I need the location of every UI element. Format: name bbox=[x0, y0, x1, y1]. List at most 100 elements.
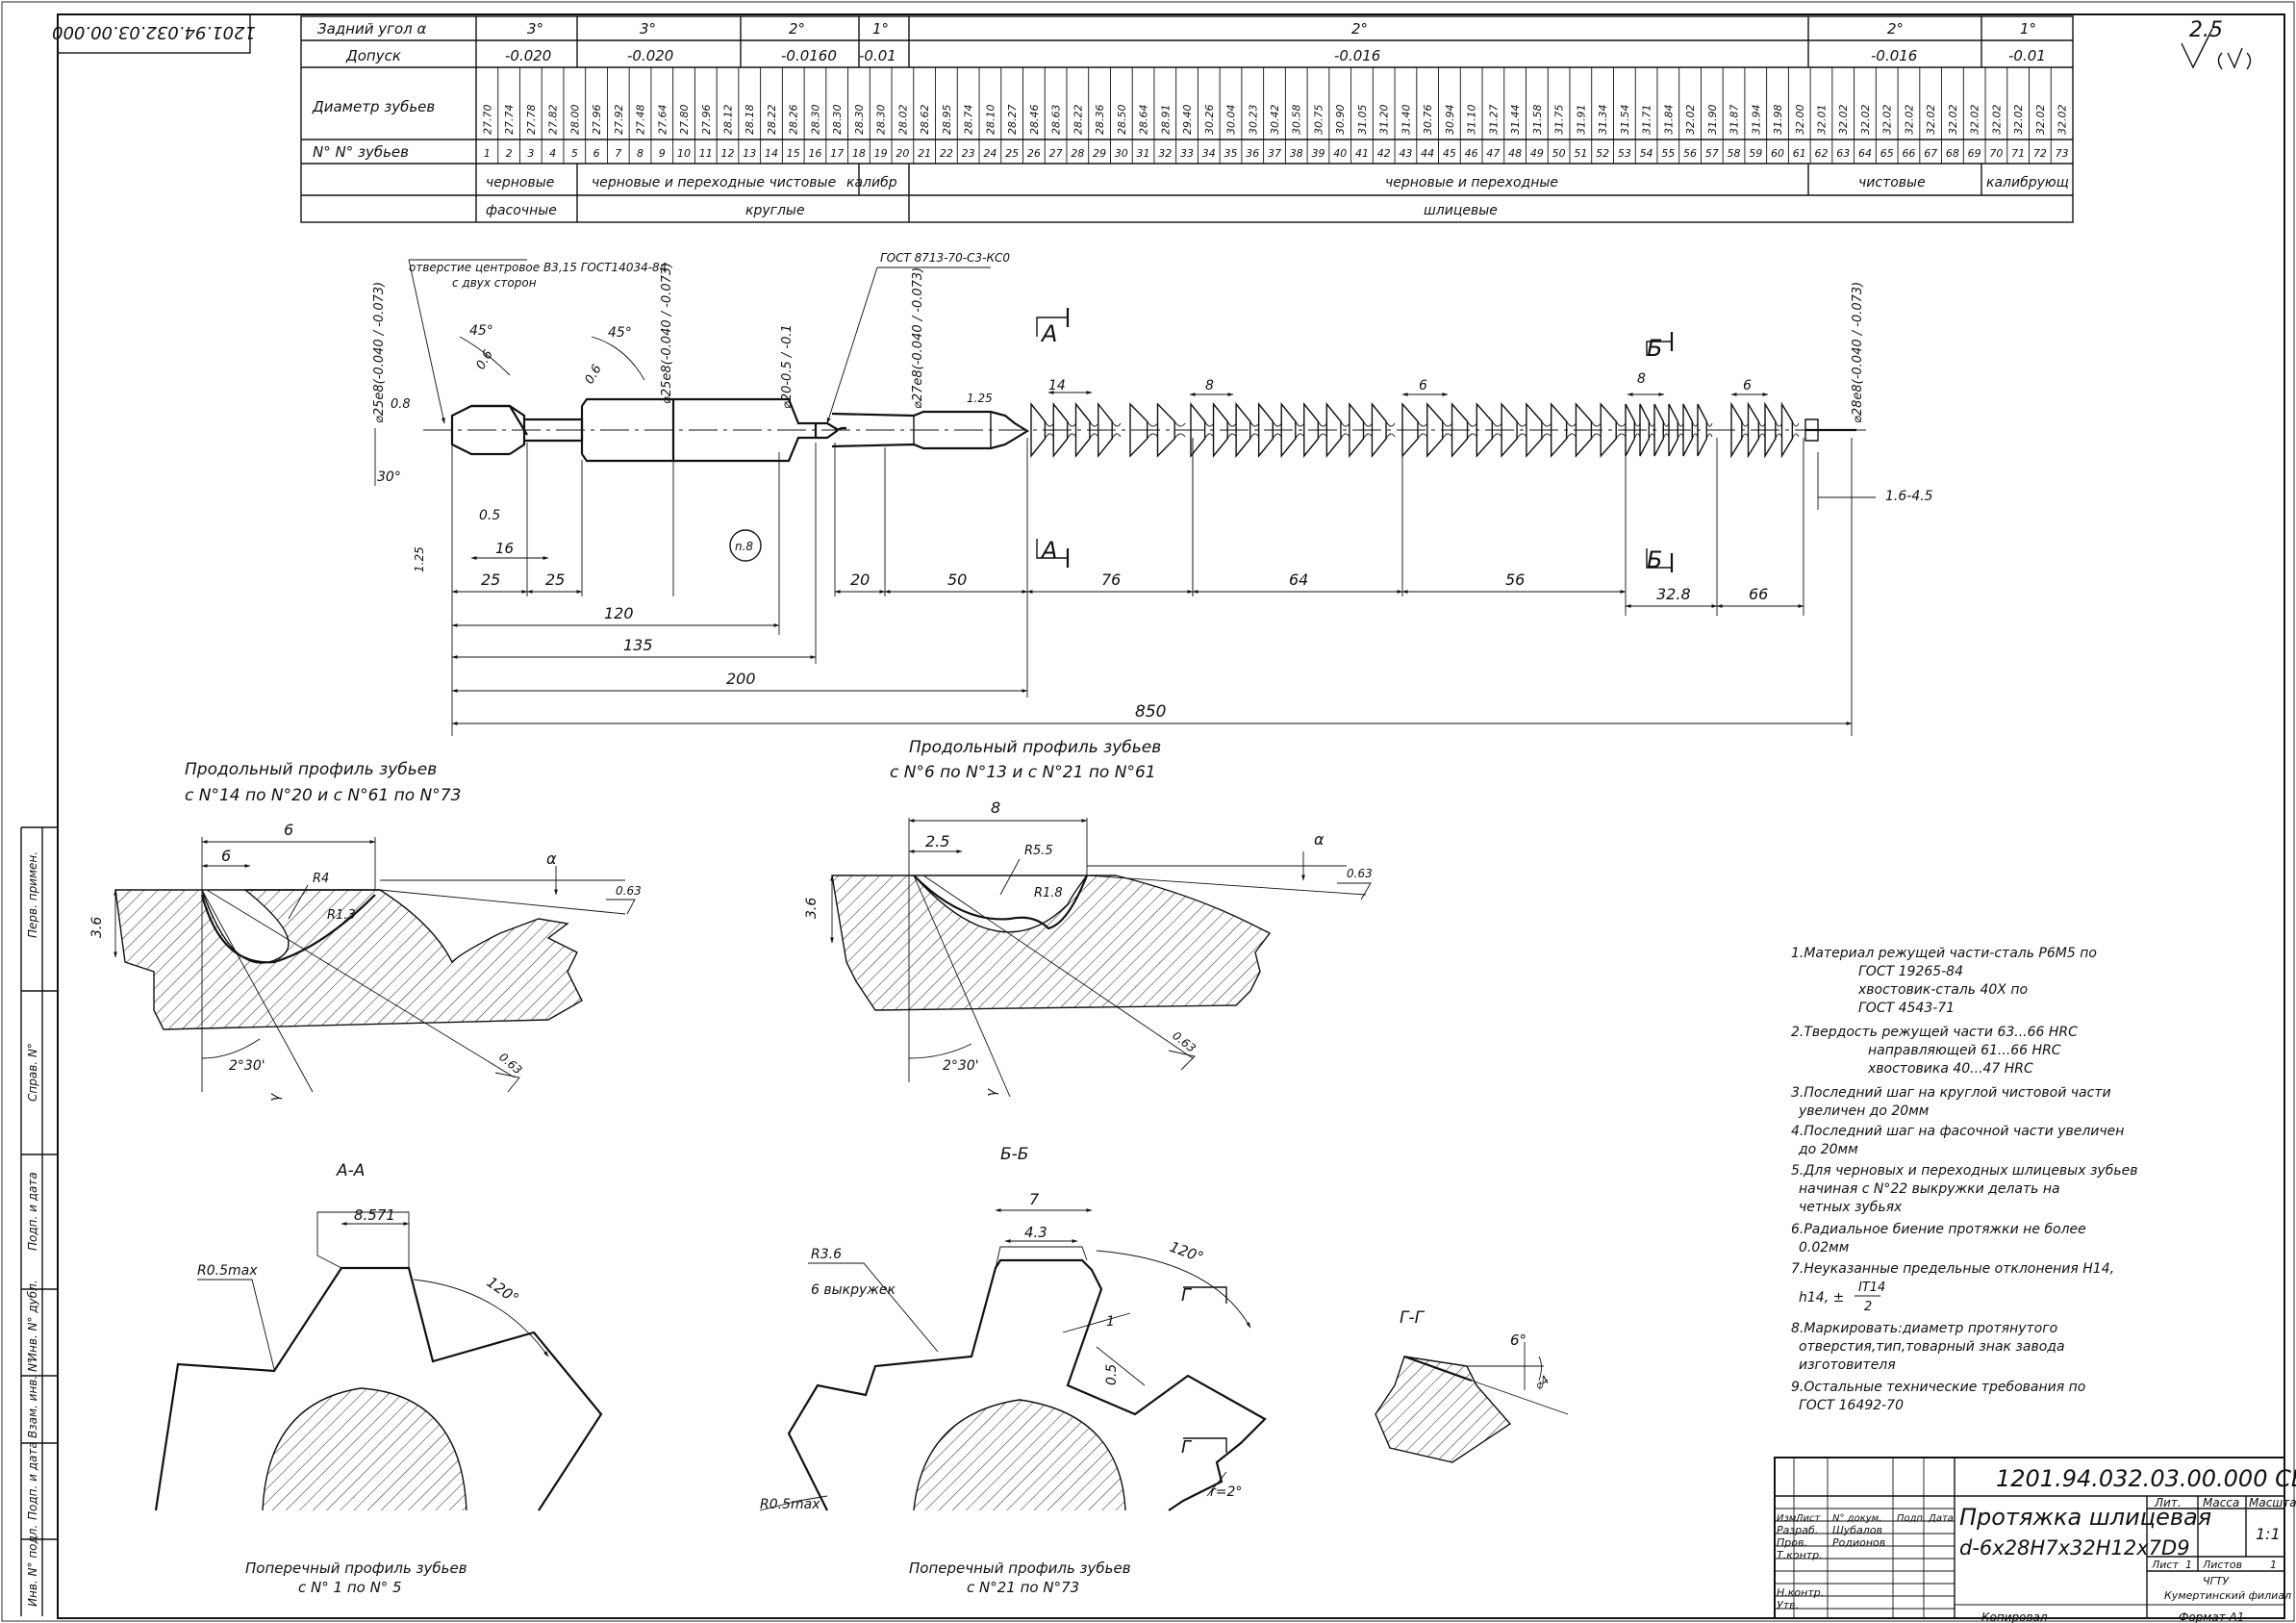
tooth bbox=[1467, 433, 1477, 440]
tooth bbox=[1417, 420, 1428, 427]
purpose-cell: чистовые bbox=[1858, 175, 1926, 190]
tooth-number: 65 bbox=[1880, 147, 1894, 160]
purpose-cell: черновые bbox=[486, 175, 554, 190]
angle-label: α bbox=[546, 850, 557, 868]
pitch-label: 6 bbox=[1743, 378, 1752, 393]
sheet-label: Лист bbox=[2151, 1559, 2179, 1571]
tooth-diameter: 28.36 bbox=[1094, 105, 1106, 136]
section-caption: Поперечный профиль зубьев bbox=[909, 1560, 1131, 1577]
role: Пров. bbox=[1777, 1536, 1807, 1549]
tooth-number: 45 bbox=[1443, 147, 1456, 160]
note-line: хвостовика 40...47 HRC bbox=[1867, 1061, 2033, 1077]
note-line: ГОСТ 4543-71 bbox=[1858, 1001, 1955, 1016]
tooth-diameter: 28.12 bbox=[722, 105, 735, 136]
person-name: Шубалов bbox=[1832, 1524, 1882, 1536]
purpose-cell: черновые и переходные bbox=[1385, 175, 1558, 190]
tooth-number: 12 bbox=[721, 147, 735, 160]
tooth bbox=[1615, 433, 1627, 440]
purpose-cell: калибр bbox=[846, 175, 897, 190]
tooth-diameter: 30.42 bbox=[1269, 105, 1281, 136]
angle-label: 2°30' bbox=[229, 1058, 265, 1074]
tooth-diameter: 27.48 bbox=[635, 105, 647, 136]
tooth-number: 62 bbox=[1814, 147, 1828, 160]
tooth bbox=[1190, 402, 1206, 458]
small-label: n.8 bbox=[735, 540, 753, 553]
tooth-number: 17 bbox=[830, 147, 844, 160]
tooth-number: 68 bbox=[1946, 147, 1959, 160]
small-label: 45° bbox=[608, 325, 632, 341]
tooth-number: 72 bbox=[2033, 147, 2047, 160]
tooth-number: 27 bbox=[1049, 147, 1063, 160]
tooth-number: 49 bbox=[1530, 147, 1544, 160]
tooth-diameter: 31.34 bbox=[1597, 105, 1609, 136]
tooth bbox=[1541, 433, 1552, 440]
angle-value: 2° bbox=[1351, 20, 1368, 38]
tooth-number: 18 bbox=[852, 147, 866, 160]
note-line: начиная с N°22 выкружки делать на bbox=[1799, 1181, 2060, 1197]
tooth bbox=[1741, 433, 1749, 440]
tooth-diameter: 30.23 bbox=[1247, 105, 1259, 136]
tooth-number: 20 bbox=[896, 147, 909, 160]
tooth bbox=[1648, 420, 1655, 427]
tooth-diameter: 28.30 bbox=[875, 105, 888, 136]
angle-label: r=2° bbox=[1210, 1484, 1242, 1500]
tooth bbox=[1775, 420, 1782, 427]
tooth bbox=[1516, 420, 1527, 427]
tooth bbox=[1272, 433, 1282, 440]
tooth-number: 40 bbox=[1333, 147, 1347, 160]
tooth-diameter: 28.30 bbox=[853, 105, 866, 136]
tooth-number: 46 bbox=[1465, 147, 1478, 160]
note-line: 9.Остальные технические требования по bbox=[1791, 1380, 2085, 1395]
tooth bbox=[1067, 420, 1076, 427]
roughness-label: 0.63 bbox=[1347, 867, 1373, 880]
tooth-diameter: 28.02 bbox=[896, 105, 909, 136]
tooth-number: 21 bbox=[918, 147, 931, 160]
tolerance-value: -0.020 bbox=[505, 47, 551, 64]
tooth-number: 24 bbox=[983, 147, 997, 160]
tooth-number: 28 bbox=[1071, 147, 1084, 160]
tooth-number: 9 bbox=[659, 147, 666, 160]
dimension: 64 bbox=[1289, 571, 1308, 589]
purpose-cell: черновые и переходные чистовые bbox=[592, 175, 836, 190]
tooth bbox=[1295, 420, 1305, 427]
angle-label: γ bbox=[267, 1093, 283, 1102]
copied-label: Копировал bbox=[1981, 1610, 2048, 1623]
tooth-number: 3 bbox=[527, 147, 534, 160]
tooth-diameter: 30.04 bbox=[1225, 105, 1238, 136]
section-caption: с N° 1 по N° 5 bbox=[298, 1579, 402, 1596]
tooth bbox=[1111, 420, 1122, 427]
tooth bbox=[1257, 402, 1274, 458]
tooth-diameter: 28.18 bbox=[744, 105, 756, 136]
tooth-number: 55 bbox=[1661, 147, 1675, 160]
dim-label: 3.6 bbox=[89, 917, 105, 938]
svg-text:2.5: 2.5 bbox=[2189, 18, 2223, 42]
small-label: 1.25 bbox=[413, 546, 426, 572]
tooth-diameter: 31.75 bbox=[1553, 105, 1566, 136]
main-view: А А Б Б отверстие центровое В3,15 ГОСТ14… bbox=[372, 251, 1933, 736]
small-label: 0.5 bbox=[479, 508, 500, 523]
tooth bbox=[1147, 433, 1158, 440]
tooth-number: 66 bbox=[1902, 147, 1915, 160]
tooth-diameter: 31.40 bbox=[1400, 105, 1412, 136]
tooth-number: 64 bbox=[1858, 147, 1872, 160]
format-label: Формат А1 bbox=[2179, 1610, 2244, 1623]
tooth-diameter: 28.50 bbox=[1116, 105, 1128, 136]
tooth-number: 56 bbox=[1683, 147, 1697, 160]
angle-label: 6° bbox=[1510, 1331, 1526, 1349]
dimension: 56 bbox=[1505, 571, 1525, 589]
tooth-diameter: 28.95 bbox=[941, 105, 953, 136]
tooth-number: 60 bbox=[1771, 147, 1784, 160]
section-mark-a: А bbox=[1040, 537, 1057, 564]
tooth bbox=[1303, 402, 1320, 458]
dimension: 200 bbox=[726, 670, 756, 688]
tooth-number: 29 bbox=[1093, 147, 1106, 160]
tooth-number: 43 bbox=[1399, 147, 1412, 160]
tooth-diameter: 30.75 bbox=[1312, 105, 1325, 136]
angle-value: 3° bbox=[640, 20, 656, 38]
roughness-symbol: 2.5 bbox=[2181, 18, 2252, 70]
role: Т.контр. bbox=[1777, 1549, 1823, 1561]
tooth bbox=[1204, 433, 1214, 440]
dimension: 66 bbox=[1749, 585, 1768, 603]
angle-label: α bbox=[1314, 830, 1325, 849]
note-line: четных зубьях bbox=[1799, 1200, 1903, 1215]
